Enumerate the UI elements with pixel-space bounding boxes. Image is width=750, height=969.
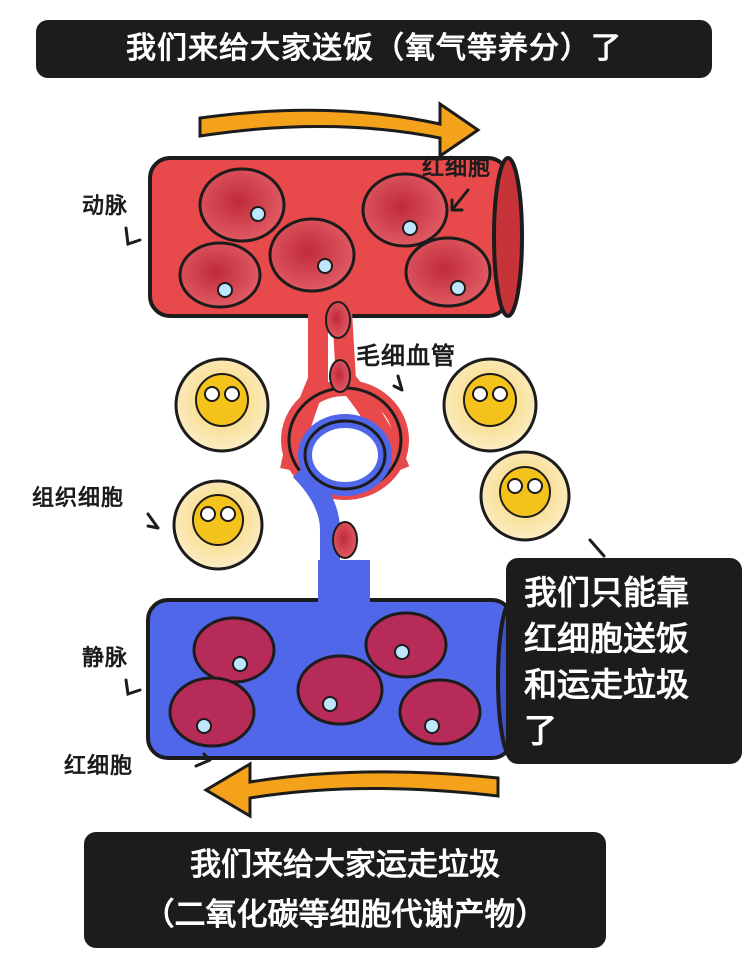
cell-eyes [200,386,543,522]
oxygen-dots [217,206,466,298]
side-bubble-line: 我们只能靠 [524,573,689,612]
label-vein: 静脉 [82,646,129,671]
flow-arrow-right-icon [198,101,481,159]
side-bubble-line: 了 [524,711,557,750]
artery-red-blood-cells [178,167,492,309]
pointer-arrow-icon [124,188,606,768]
bottom-speech-bubble: 我们来给大家运走垃圾 （二氧化碳等细胞代谢产物） [84,832,606,948]
label-capillary: 毛细血管 [356,342,456,370]
top-speech-bubble: 我们来给大家送饭（氧气等养分）了 [36,20,712,78]
label-red-blood-cell-top: 红细胞 [422,156,492,181]
bottom-bubble-line: 我们来给大家运走垃圾 [190,847,500,883]
capillary-network [280,311,410,600]
carbon-dioxide-dots [196,644,440,734]
bottom-bubble-line: （二氧化碳等细胞代谢产物） [143,897,547,933]
side-speech-bubble: 我们只能靠 红细胞送饭 和运走垃圾 了 [506,558,742,764]
flow-arrow-left-icon [203,761,500,819]
label-red-blood-cell-bottom: 红细胞 [64,754,134,779]
label-artery: 动脉 [82,194,129,219]
top-bubble-text: 我们来给大家送饭（氧气等养分）了 [126,31,622,66]
side-bubble-line: 红细胞送饭 [524,619,689,658]
label-tissue-cell: 组织细胞 [32,486,125,511]
vein-red-blood-cells [168,611,482,748]
side-bubble-line: 和运走垃圾 [524,665,689,704]
